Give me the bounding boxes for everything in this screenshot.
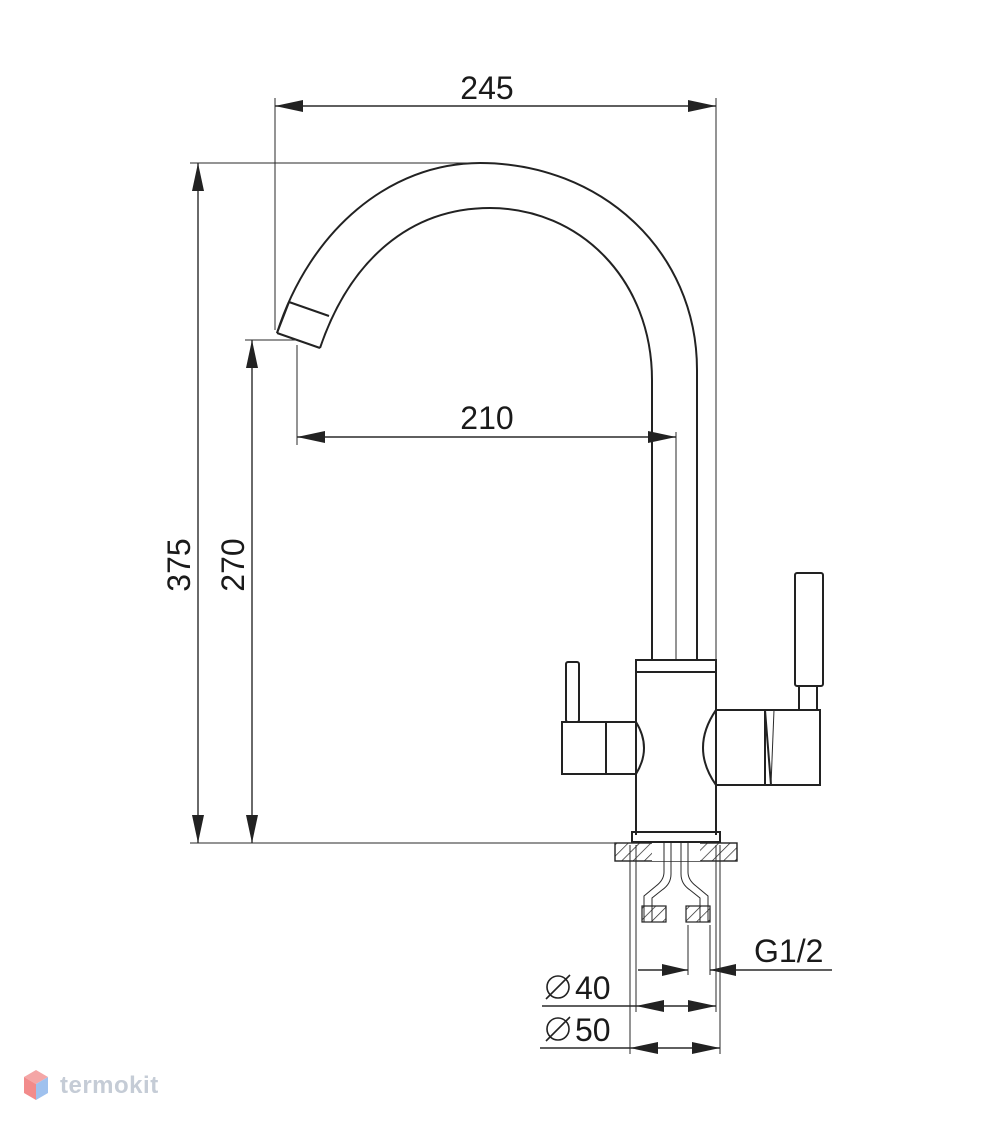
height-total-label: 375 (161, 538, 197, 591)
dimension-height-total: 375 (161, 162, 636, 844)
spout-reach-label: 210 (460, 400, 513, 436)
brand-watermark: termokit (22, 1068, 159, 1104)
main-body (635, 672, 717, 835)
dimension-hole-min: 40 (542, 845, 717, 1012)
width-total-label: 245 (460, 70, 513, 106)
hole-min-label: 40 (575, 970, 611, 1006)
left-handle (561, 661, 645, 775)
spout-outer-curve (276, 161, 698, 660)
thread-label: G1/2 (754, 933, 823, 969)
dimension-thread: G1/2 (638, 925, 832, 976)
brand-name: termokit (60, 1072, 159, 1099)
body-collar (635, 659, 717, 673)
dimension-hole-max: 50 (540, 845, 721, 1054)
spout-nozzle (276, 301, 330, 349)
faucet-outline (276, 161, 824, 923)
base-ring (631, 831, 721, 843)
flex-hoses (641, 843, 711, 923)
dimension-spout-height: 270 (215, 339, 297, 843)
spout-height-label: 270 (215, 538, 251, 591)
hole-max-label: 50 (575, 1012, 611, 1048)
countertop-section (614, 842, 738, 862)
dimension-spout-reach: 210 (296, 345, 676, 445)
cube-logo-icon (24, 1070, 48, 1100)
diameter-icon (545, 974, 571, 1000)
spout-inner-curve (319, 206, 653, 660)
diameter-icon (545, 1016, 571, 1042)
dimension-width-total: 245 (274, 70, 717, 665)
right-handle (702, 572, 824, 786)
